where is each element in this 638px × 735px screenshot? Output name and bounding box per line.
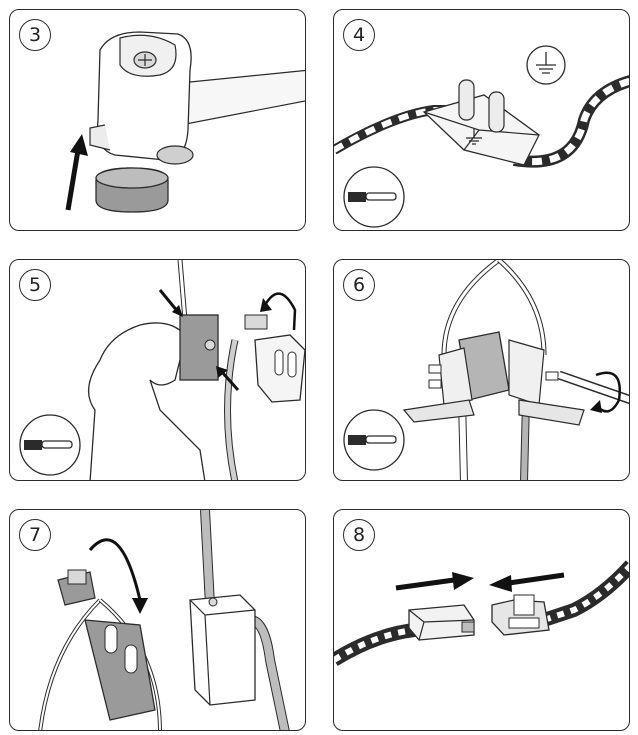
panel-step-7: 7 [9, 509, 306, 731]
panel-step-4: 4 [333, 9, 630, 231]
step-number-6: 6 [343, 269, 375, 301]
rotate-arrow-icon [260, 292, 297, 331]
rotate-arrow-icon [88, 538, 148, 614]
screwdriver-icon [19, 414, 81, 476]
ground-symbol-icon [466, 128, 482, 145]
panel-step-3: 3 [9, 9, 306, 231]
connector-white [189, 594, 256, 706]
step-number-7: 7 [19, 519, 51, 551]
panel-step-8: 8 [333, 509, 630, 731]
track-right [541, 560, 629, 627]
screwdriver-icon [343, 409, 405, 471]
rotate-arrow-icon [590, 371, 621, 413]
step-number-8: 8 [343, 519, 375, 551]
step-8-illustration [334, 560, 629, 666]
connector-left [408, 604, 475, 641]
step-number-3: 3 [19, 19, 51, 51]
panel-step-5: 5 [9, 259, 306, 481]
ground-badge [526, 45, 566, 85]
arrow-icon [489, 572, 565, 592]
step-4-illustration [334, 45, 629, 228]
step-6-illustration [343, 260, 629, 480]
panel-step-6: 6 [333, 259, 630, 481]
step-number-5: 5 [19, 269, 51, 301]
step-7-illustration [38, 510, 290, 730]
connector-dark [84, 619, 156, 721]
arrow-icon [65, 134, 88, 211]
step-3-illustration [65, 31, 305, 213]
step-5-illustration [19, 260, 305, 480]
step-number-4: 4 [343, 19, 375, 51]
arrow-icon [395, 572, 474, 591]
screwdriver-icon [343, 166, 405, 228]
